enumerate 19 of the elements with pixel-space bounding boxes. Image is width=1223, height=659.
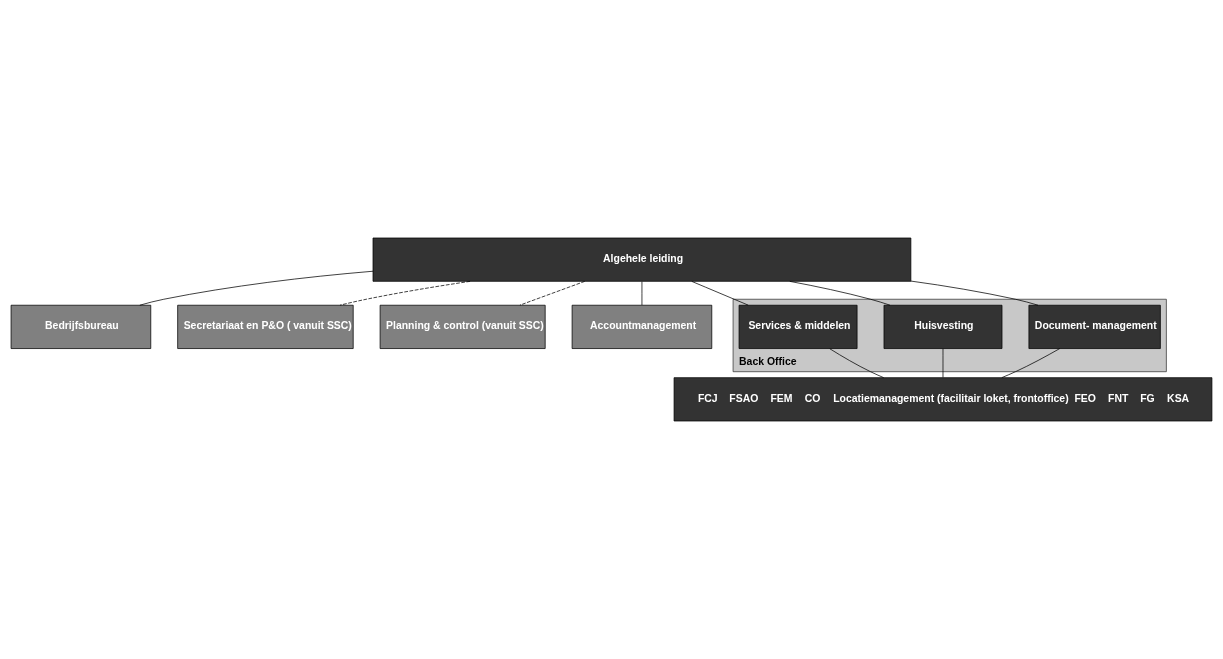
connector xyxy=(942,348,944,378)
connector xyxy=(641,281,643,306)
node-box: Huisvesting xyxy=(883,304,1003,349)
connector xyxy=(829,348,885,379)
connector xyxy=(691,281,749,306)
node-box: FCJ FSAO FEM CO Locatiemanagement (facilitair loket, frontoffice) FEO FNT FG KSA xyxy=(673,377,1213,422)
node-box: Document- management xyxy=(1028,304,1161,349)
connector xyxy=(789,280,891,306)
connector xyxy=(910,280,1039,306)
node-box: Algehele leiding xyxy=(372,237,912,282)
node-box: Secretariaat en P&O ( vanuit SSC) xyxy=(177,304,354,349)
connector xyxy=(519,281,586,306)
node-box: Accountmanagement xyxy=(571,304,713,349)
node-box: Services & middelen xyxy=(738,304,858,349)
node-box: Planning & control (vanuit SSC) xyxy=(379,304,546,349)
node-box: Bedrijfsbureau xyxy=(10,304,152,349)
connector xyxy=(139,270,374,306)
connector xyxy=(1001,348,1061,378)
connector xyxy=(339,280,471,306)
